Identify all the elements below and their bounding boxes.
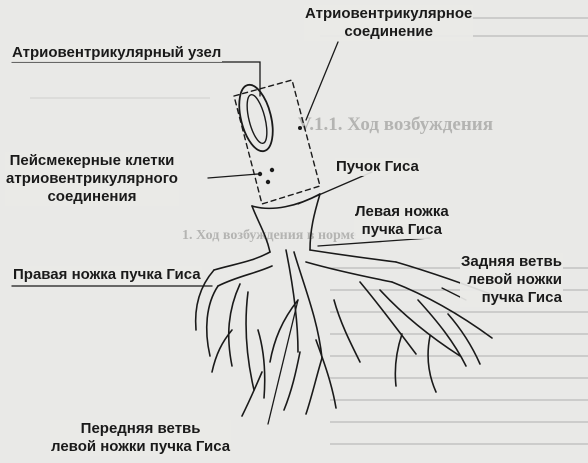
right-branch-fiber-6: [257, 329, 266, 399]
av-node-outer: [238, 83, 274, 153]
pacemaker-cell-dot-2: [269, 167, 275, 173]
label-av-connection: Атриовентрикулярное соединение: [304, 5, 474, 41]
pacemaker-cell-dot-4: [298, 126, 302, 130]
right-branch-fiber-3: [227, 283, 241, 367]
anterior-fascicle-fiber-5: [305, 357, 323, 415]
label-right-branch: Правая ножка пучка Гиса: [12, 266, 202, 284]
leader-av-connection: [305, 41, 339, 121]
label-left-branch-line1: Левая ножка: [355, 203, 449, 220]
label-anterior-branch: Передняя ветвь левой ножки пучка Гиса: [50, 420, 232, 456]
av-node-inner: [246, 93, 268, 145]
leader-av-node: [11, 61, 261, 97]
his-bundle-left-edge: [251, 205, 271, 253]
label-av-connection-line1: Атриовентрикулярное: [305, 5, 473, 22]
pacemaker-cell-dot-1: [257, 171, 263, 177]
posterior-fascicle-fiber-2: [359, 281, 417, 355]
right-branch-fiber-4: [245, 291, 255, 391]
anterior-fascicle-fiber-4: [315, 339, 337, 409]
posterior-fascicle-fiber-7: [427, 335, 437, 393]
label-av-node: Атриовентрикулярный узел: [11, 44, 223, 62]
his-bundle-trunk: [251, 193, 321, 210]
right-branch-fiber-5: [211, 329, 233, 373]
right-branch-fiber-2: [205, 285, 219, 357]
label-av-connection-line2: соединение: [344, 23, 433, 40]
label-his-bundle: Пучок Гиса: [335, 158, 420, 176]
leader-his-bundle: [297, 171, 373, 205]
leader-pacemaker-cells: [207, 173, 259, 179]
posterior-fascicle-fiber-3: [379, 289, 461, 357]
anterior-fascicle-fiber-3: [283, 351, 301, 411]
label-anterior-line1: Передняя ветвь: [80, 420, 201, 437]
left-bundle-branch-lower: [305, 261, 393, 283]
bleed-heading: V.1.1. Ход возбуждения: [298, 114, 494, 135]
anterior-fascicle-fiber-6: [333, 299, 361, 363]
label-pacemaker-line2: атриовентрикулярного: [6, 170, 178, 187]
posterior-fascicle-fiber-6: [394, 333, 403, 387]
label-pacemaker-line3: соединения: [47, 188, 137, 205]
label-posterior-line3: пучка Гиса: [481, 289, 562, 306]
posterior-fascicle-fiber-5: [447, 313, 481, 365]
left-bundle-branch-upper: [309, 249, 397, 263]
anterior-fascicle-fiber-2: [269, 299, 299, 363]
posterior-fascicle-fiber-4: [417, 299, 467, 367]
bleed-subheading: 1. Ход возбуждения в норме: [182, 228, 357, 243]
pacemaker-cell-dot-3: [265, 179, 271, 185]
right-branch-fiber-1: [194, 269, 215, 331]
leader-left-branch: [317, 237, 431, 247]
right-branch-fiber-7: [241, 371, 263, 417]
av-junction-dashed-region: [233, 79, 321, 205]
his-bundle-right-edge: [309, 193, 321, 251]
label-anterior-line2: левой ножки пучка Гиса: [51, 438, 231, 455]
label-posterior-branch: Задняя ветвь левой ножки пучка Гиса: [460, 253, 563, 307]
label-posterior-line2: левой ножки: [467, 271, 562, 288]
label-left-branch-line2: пучка Гиса: [361, 221, 443, 238]
posterior-fascicle-fiber-1: [391, 281, 493, 339]
label-posterior-line1: Задняя ветвь: [461, 253, 562, 270]
leader-anterior-branch: [267, 299, 299, 425]
anterior-fascicle-main: [285, 249, 299, 353]
label-left-branch: Левая ножка пучка Гиса: [354, 203, 450, 239]
label-pacemaker-line1: Пейсмекерные клетки: [9, 152, 175, 169]
label-pacemaker-cells: Пейсмекерные клетки атриовентрикулярного…: [5, 152, 179, 206]
right-bundle-branch-upper: [213, 251, 271, 271]
anterior-fascicle-fiber-1: [293, 251, 323, 359]
right-bundle-branch-lower: [217, 265, 273, 287]
